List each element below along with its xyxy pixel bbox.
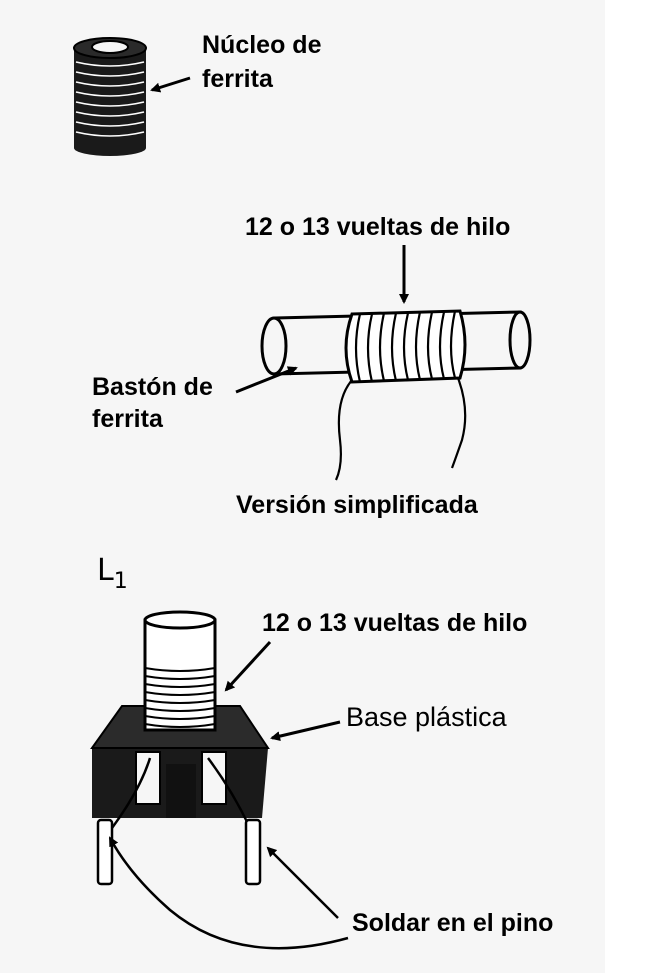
soldar-arrow-right — [266, 846, 339, 919]
nucleo-arrow — [150, 76, 191, 93]
soldar-label: Soldar en el pino — [352, 909, 554, 937]
baston-label-line2: ferrita — [92, 405, 163, 433]
ferrite-rod-coil-icon — [260, 309, 532, 481]
version-label: Versión simplificada — [236, 491, 478, 519]
base-label: Base plástica — [346, 702, 507, 732]
l1-coil-assembly-icon — [90, 610, 270, 886]
baston-arrow — [235, 366, 298, 394]
soldar-arrow-left — [108, 836, 349, 950]
vueltas-bottom-label: 12 o 13 vueltas de hilo — [262, 609, 528, 637]
nucleo-label-line1: Núcleo de — [202, 31, 322, 59]
l1-label: L1 — [97, 553, 128, 595]
baston-label-line1: Bastón de — [92, 373, 213, 401]
base-arrow — [270, 720, 341, 742]
vueltas-top-label: 12 o 13 vueltas de hilo — [245, 213, 511, 241]
nucleo-label-line2: ferrita — [202, 65, 273, 93]
l1-subscript: 1 — [113, 569, 128, 594]
l1-letter: L — [97, 553, 114, 588]
vueltas-bottom-arrow — [224, 640, 272, 692]
ferrite-core-icon — [73, 37, 147, 156]
